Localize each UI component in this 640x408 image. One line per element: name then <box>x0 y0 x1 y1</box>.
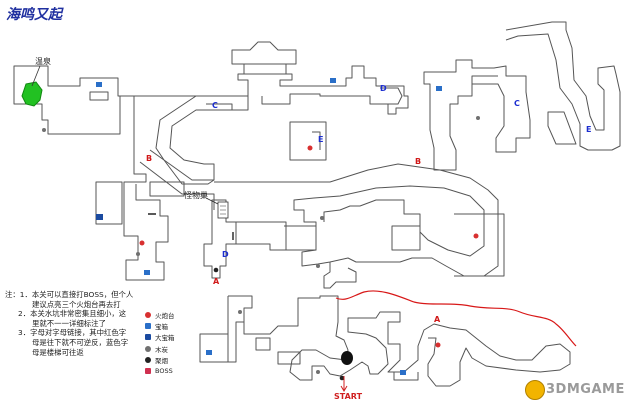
map-wall <box>505 21 621 151</box>
monster-nest-label: 怪物巢 <box>184 191 208 200</box>
map-wall <box>134 41 409 115</box>
legend-item: 聚烟 <box>145 354 175 365</box>
map-wall <box>149 181 185 197</box>
chest-marker <box>400 370 406 375</box>
map-wall <box>547 111 577 145</box>
map-wall <box>149 149 214 181</box>
map-wall <box>393 372 419 381</box>
boss-pit <box>341 351 353 365</box>
door-e-right: E <box>586 125 592 134</box>
door-c-right: C <box>514 99 520 108</box>
big-chest-marker <box>96 214 103 220</box>
door-e-middle: E <box>318 135 324 144</box>
map-wall <box>423 59 531 171</box>
legend-item: BOSS <box>145 365 175 376</box>
smoke-marker <box>213 267 219 273</box>
door-d-top: D <box>380 84 387 93</box>
map-wall <box>155 95 249 185</box>
door-c-left: C <box>212 101 218 110</box>
door-a-left: A <box>213 277 220 286</box>
charcoal-marker <box>42 128 46 132</box>
map-wall <box>89 91 109 101</box>
cannon-icon <box>145 311 151 318</box>
map-wall <box>228 295 571 387</box>
door-b-left: B <box>146 154 153 163</box>
ladder-marker <box>148 213 234 240</box>
map-title: 海鸣又起 <box>6 7 62 23</box>
cannon-marker <box>139 240 145 246</box>
charcoal-marker <box>136 252 140 256</box>
big-chest-icon <box>145 334 151 341</box>
map-wall <box>454 213 505 277</box>
watermark-logo-icon <box>525 380 545 400</box>
map-legend: 火炮台 宝箱 大宝箱 木炭 聚烟 BOSS <box>145 309 175 377</box>
map-wall <box>214 163 499 277</box>
map-wall <box>286 225 317 251</box>
map-wall <box>289 121 327 161</box>
charcoal-marker <box>476 116 480 120</box>
charcoal-marker <box>316 370 320 374</box>
boss-icon <box>145 368 151 375</box>
hot-spring-area <box>21 81 43 107</box>
chest-marker <box>206 350 212 355</box>
legend-item: 宝箱 <box>145 320 175 331</box>
note-line: 注：1．本关可以直接打BOSS，但个人 <box>5 290 134 299</box>
charcoal-icon <box>145 345 151 352</box>
map-wall <box>380 87 403 105</box>
map-wall <box>471 75 498 84</box>
door-d-bottom: D <box>222 250 229 259</box>
note-line: 建议点亮三个火炮台再去打 <box>32 299 121 309</box>
map-wall <box>236 221 287 251</box>
map-wall <box>203 199 237 279</box>
map-wall <box>255 337 271 351</box>
map-wall <box>95 181 123 225</box>
chest-icon <box>145 322 151 329</box>
door-a-right: A <box>434 315 441 324</box>
smoke-marker <box>339 375 345 381</box>
start-label: START <box>334 392 363 401</box>
map-wall <box>312 131 321 150</box>
cannon-marker <box>473 233 479 239</box>
map-wall <box>206 103 233 110</box>
charcoal-marker <box>316 264 320 268</box>
note-line: 3．字母对字母链接，其中红色字 <box>18 328 127 338</box>
cannon-marker <box>435 342 441 348</box>
chest-marker <box>144 270 150 275</box>
legend-item: 大宝箱 <box>145 332 175 343</box>
map-wall <box>391 225 421 251</box>
note-line: 母是往下就不可逆反，蓝色字 <box>32 337 129 347</box>
map-wall <box>227 296 244 363</box>
map-markers <box>42 78 480 392</box>
cannon-marker <box>307 145 313 151</box>
chest-marker <box>330 78 336 83</box>
chest-marker <box>436 86 442 91</box>
hot-spring-label: 温泉 <box>35 57 51 66</box>
note-line: 2．本关水坑非常密集且细小，这 <box>18 309 127 319</box>
smoke-icon <box>145 356 151 363</box>
note-line: 母是楼梯可往返 <box>32 347 84 357</box>
spring-pointer <box>31 65 41 87</box>
legend-item: 火炮台 <box>145 309 175 320</box>
map-wall <box>323 262 357 289</box>
watermark: 3DMGAME <box>546 382 625 397</box>
map-wall <box>199 333 229 363</box>
charcoal-marker <box>320 216 324 220</box>
map-wall <box>243 63 287 75</box>
legend-item: 木炭 <box>145 343 175 354</box>
door-b-right: B <box>415 157 422 166</box>
route-notes: 注：1．本关可以直接打BOSS，但个人 建议点亮三个火炮台再去打 2．本关水坑非… <box>5 290 175 357</box>
charcoal-marker <box>238 310 242 314</box>
note-line: 里就不一一详细标注了 <box>32 318 106 328</box>
map-wall <box>277 351 301 365</box>
map-wall <box>120 95 169 281</box>
chest-marker <box>96 82 102 87</box>
boss-route <box>335 290 577 347</box>
